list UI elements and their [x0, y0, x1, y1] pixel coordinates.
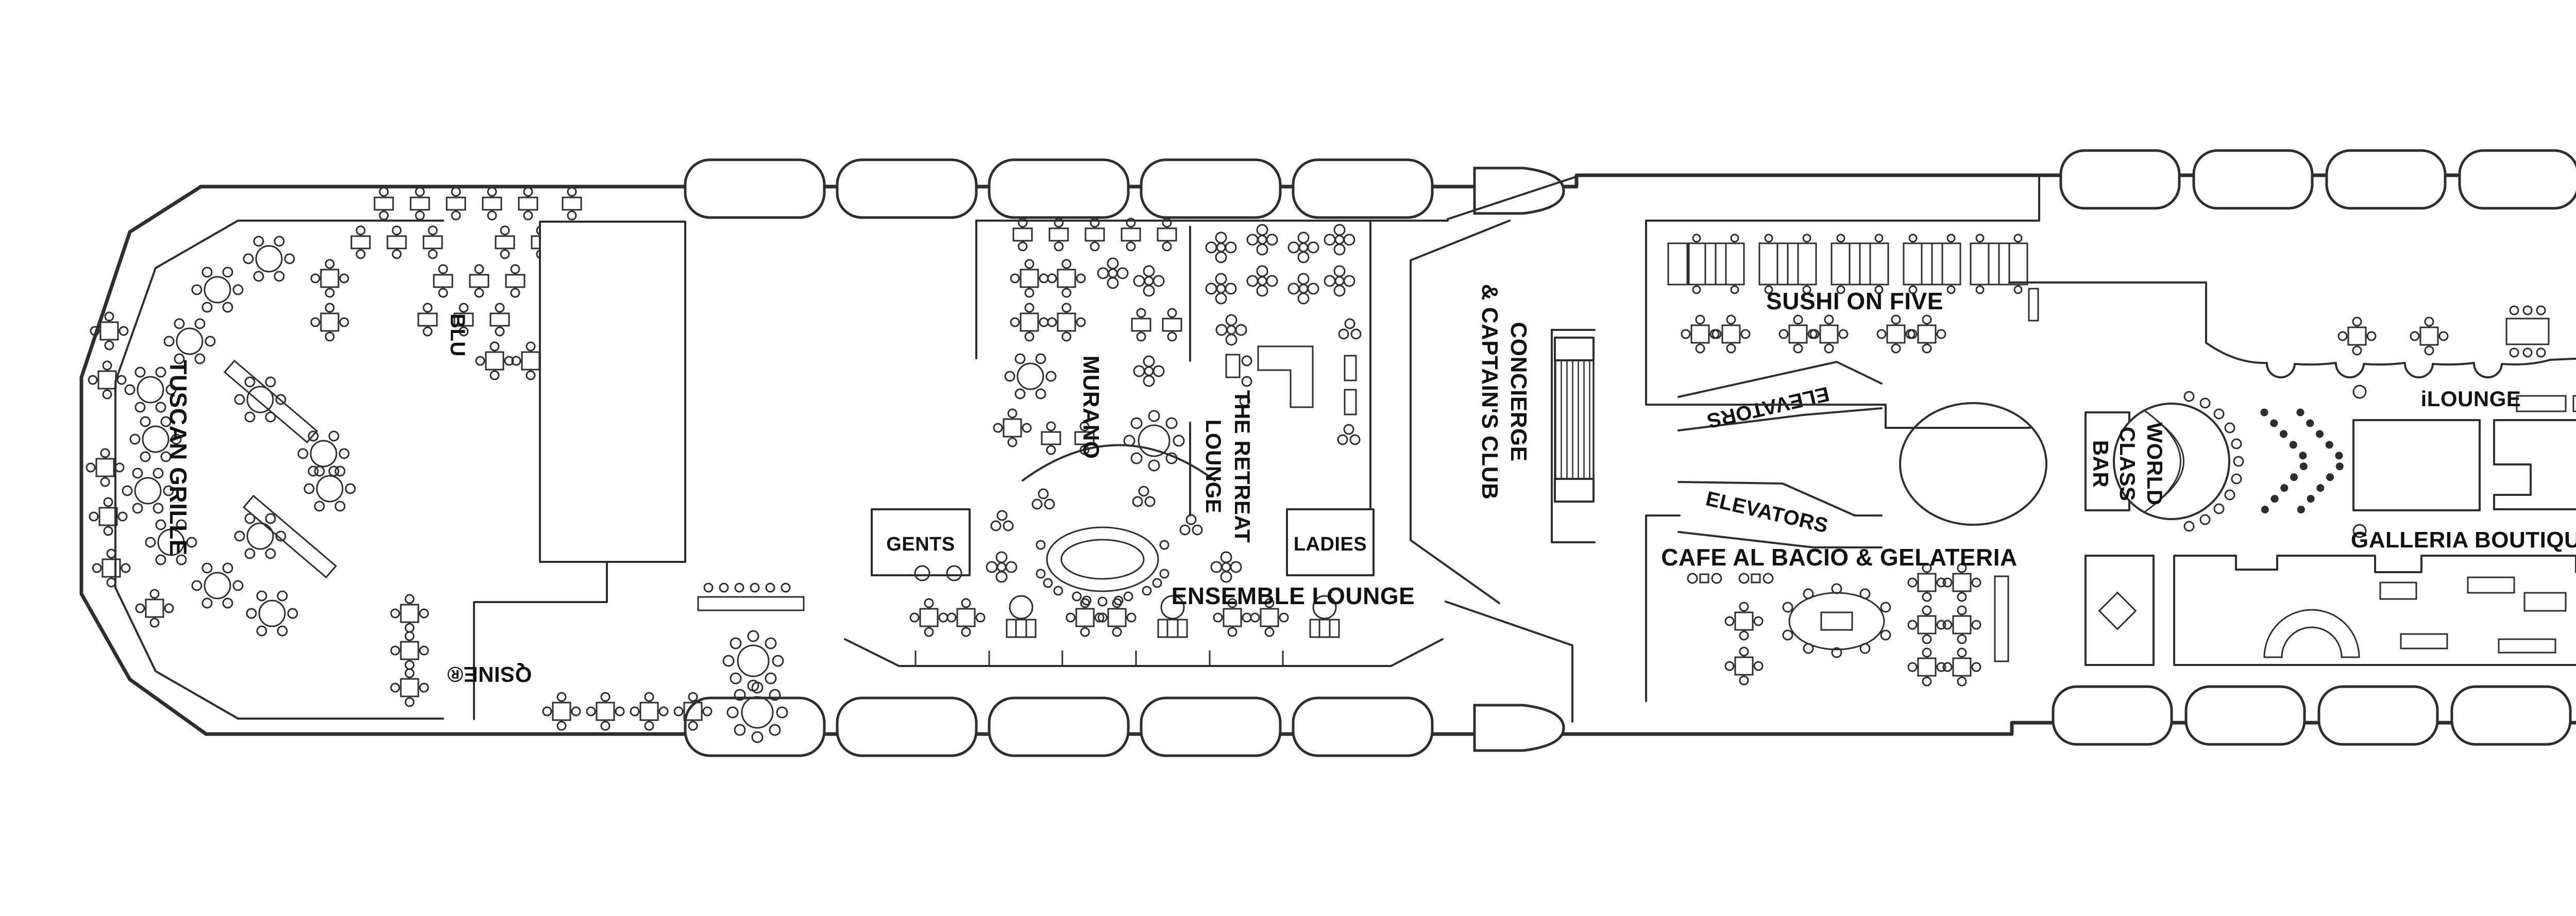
- galleria-port-label: GALLERIA BOUTIQUES: [2351, 527, 2576, 553]
- tender-stbd: [1473, 704, 1565, 752]
- murano-label: MURANO: [1078, 356, 1104, 459]
- galley-block: [539, 221, 686, 563]
- room-ladies-aft: LADIES: [1286, 508, 1375, 576]
- room-blu: BLU: [310, 187, 675, 446]
- gents-aft-box: [871, 508, 971, 576]
- hull-outline: [79, 173, 2576, 736]
- sushi-on-five-label: SUSHI ON FIVE: [1766, 288, 1943, 314]
- lifeboats-stbd-forward: [2052, 685, 2572, 746]
- cafe-oval-table: [1788, 592, 1885, 651]
- qsine-counter: [697, 596, 805, 611]
- cafe-al-bacio-label: CAFE AL BACIO & GELATERIA: [1661, 544, 2017, 571]
- wcb-circle: [2113, 403, 2230, 520]
- concierge-label-line2: & CAPTAIN'S CLUB: [1477, 284, 1502, 500]
- ensemble-bay: [844, 638, 1444, 667]
- center-block-aft: [2352, 419, 2481, 511]
- room-concierge: CONCIERGE & CAPTAIN'S CLUB: [1410, 175, 1579, 723]
- room-ilounge: iLOUNGE: [2008, 281, 2576, 412]
- room-world-class-bar: WORLD CLASS BAR: [2084, 385, 2367, 538]
- ilounge-scalloped-wall: [2205, 342, 2576, 378]
- stern-promenade-line: [114, 220, 444, 720]
- room-gents-aft: GENTS: [871, 508, 971, 576]
- hull-path: [79, 173, 2576, 736]
- retreat-label-line2: LOUNGE: [1201, 420, 1226, 514]
- murano-entry-arc: [1022, 444, 1216, 481]
- room-tuscan-grille: TUSCAN GRILLE: [86, 236, 356, 637]
- buffet-counter: [223, 359, 318, 444]
- retreat-label-line1: THE RETREAT: [1230, 390, 1255, 543]
- lifeboats-port-forward: [2059, 149, 2576, 210]
- wcb-label-line1: WORLD: [2143, 422, 2167, 505]
- ensemble-bar-outer: [1046, 526, 1159, 592]
- lifeboats-port-aft: [684, 158, 1565, 219]
- wcb-label-line3: BAR: [2089, 440, 2113, 488]
- blu-label: BLU: [446, 313, 469, 357]
- ensemble-bar-inner: [1060, 539, 1145, 580]
- ilounge-label: iLOUNGE: [2421, 387, 2521, 411]
- gents-aft-label: GENTS: [886, 534, 955, 555]
- retreat-bar: [1257, 345, 1314, 408]
- room-sushi-on-five: SUSHI ON FIVE: [1645, 175, 2040, 429]
- room-retreat-lounge: THE RETREAT LOUNGE: [1201, 220, 1371, 543]
- ladies-aft-box: [1286, 508, 1375, 576]
- qsine-label: QSINE®: [447, 662, 532, 687]
- qsine-wall: [473, 561, 608, 720]
- room-qsine: QSINE®: [390, 561, 805, 743]
- midship-void: [1899, 402, 2047, 526]
- boutique-arch: [2263, 609, 2360, 658]
- lifeboats-stbd-aft: [684, 696, 1565, 757]
- room-ensemble-lounge: ENSEMBLE LOUNGE: [844, 486, 1444, 667]
- center-block-fwd: [2493, 419, 2576, 510]
- galleria1-outline: [2084, 555, 2576, 666]
- wcb-label-line2: CLASS: [2115, 427, 2140, 502]
- concierge-label-line1: CONCIERGE: [1506, 322, 1531, 462]
- room-galleria-port: GALLERIA BOUTIQUES: [2084, 527, 2576, 666]
- ensemble-lounge-label: ENSEMBLE LOUNGE: [1172, 582, 1415, 609]
- ladies-aft-label: LADIES: [1294, 534, 1367, 555]
- room-cafe-al-bacio: CAFE AL BACIO & GELATERIA: [1645, 514, 2017, 702]
- tuscan-grille-label: TUSCAN GRILLE: [165, 360, 192, 556]
- room-murano: MURANO: [975, 218, 1449, 517]
- midship-stair-hatch: [1554, 359, 1595, 480]
